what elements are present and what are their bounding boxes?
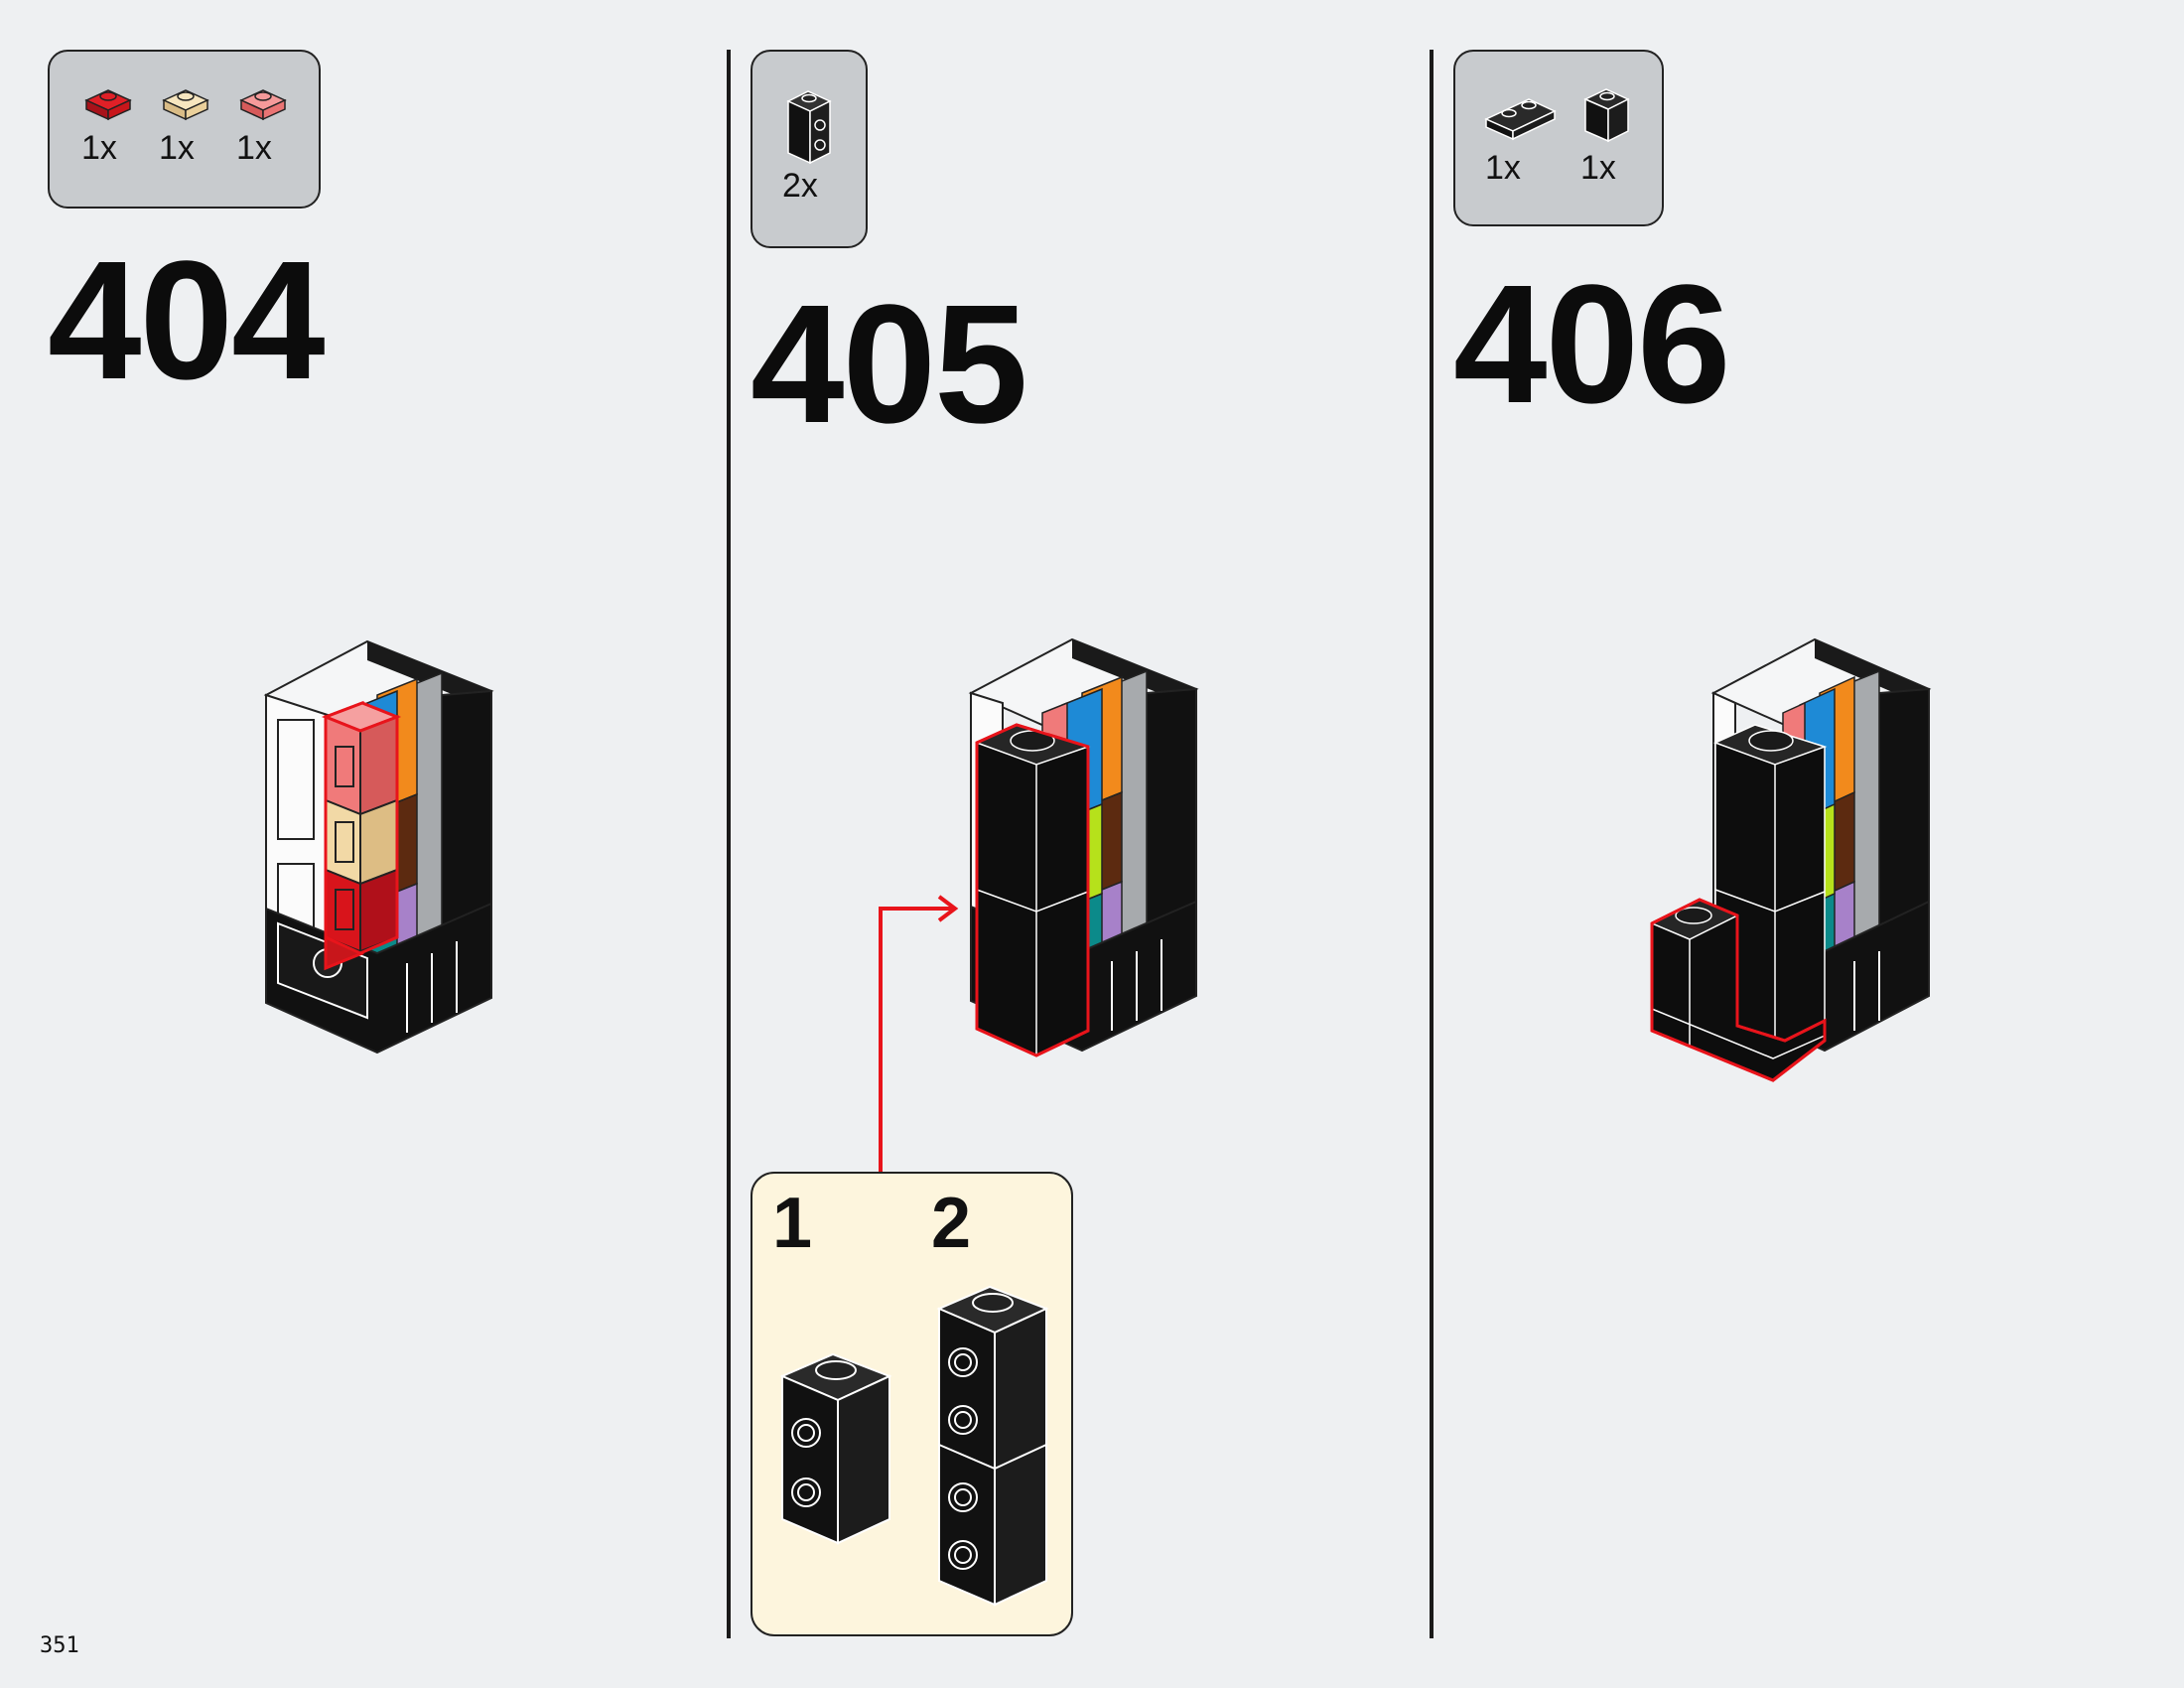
page-number: 351 <box>40 1633 79 1658</box>
step-number-404: 404 <box>48 226 326 415</box>
black-plate-1x2-icon <box>1484 98 1557 141</box>
parts-list-406: 1x 1x <box>1453 50 1664 226</box>
step-number-406: 406 <box>1453 250 1731 439</box>
parts-list-405: 2x <box>751 50 868 248</box>
sub-assembly-box: 1 2 <box>751 1172 1073 1636</box>
black-brick-1x1-icon <box>1583 88 1630 143</box>
column-divider-2 <box>1430 50 1433 1638</box>
column-divider-1 <box>727 50 731 1638</box>
step-number-405: 405 <box>751 270 1028 459</box>
sub-step-label: 1 <box>772 1184 813 1263</box>
qty-label: 1x <box>236 129 272 167</box>
black-brick-stack-icon <box>936 1285 1049 1607</box>
qty-label: 1x <box>159 129 195 167</box>
assembly-arrow <box>879 895 959 1174</box>
qty-label: 2x <box>782 167 818 205</box>
parts-list-404: 1x 1x 1x <box>48 50 321 209</box>
coral-plate-1x1-icon <box>239 89 287 121</box>
sub-step-label: 2 <box>931 1184 972 1263</box>
black-brick-studs-side-icon <box>786 90 832 165</box>
qty-label: 1x <box>1485 149 1521 187</box>
black-brick-studs-side-icon <box>779 1352 892 1545</box>
model-405-illustration <box>968 637 1199 1057</box>
model-406-illustration <box>1650 637 1932 1082</box>
model-404-illustration <box>263 639 494 1055</box>
qty-label: 1x <box>81 129 117 167</box>
qty-label: 1x <box>1580 149 1616 187</box>
tan-plate-1x1-icon <box>162 89 209 121</box>
red-plate-1x1-icon <box>84 89 132 121</box>
